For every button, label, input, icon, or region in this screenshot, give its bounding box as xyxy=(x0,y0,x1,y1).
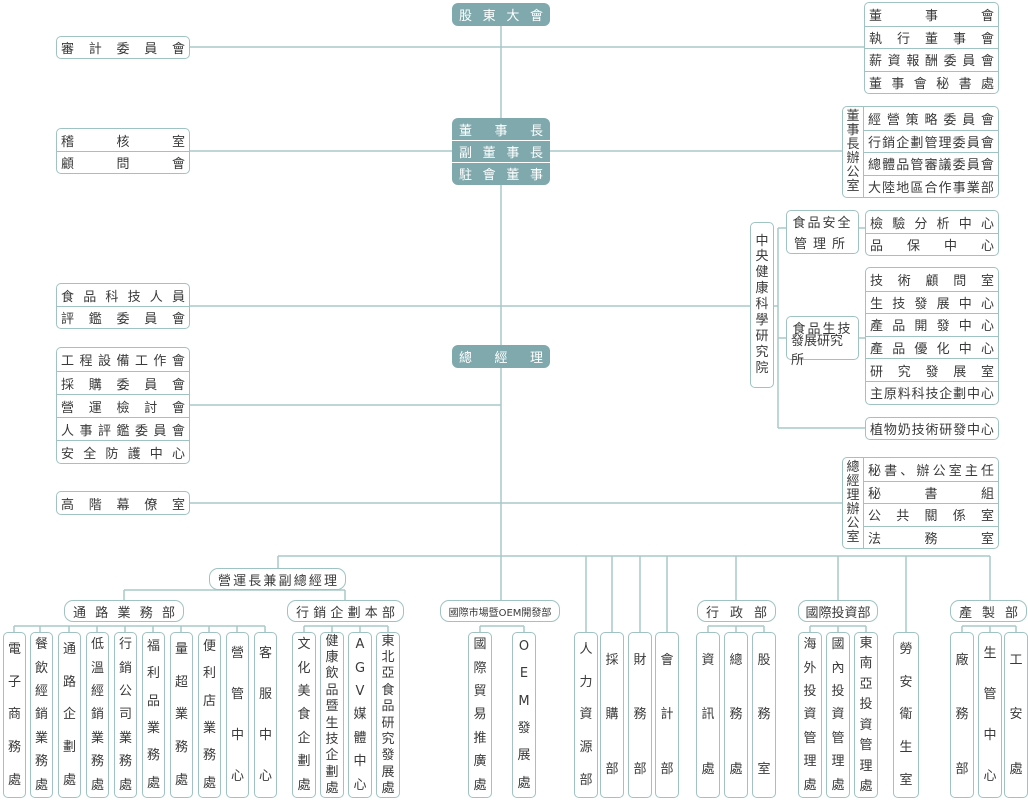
gm-committees-box: 工程設備工作會 採購委員會 營運檢討會 人事評鑑委員會 安全防護中心 xyxy=(56,347,190,464)
operations-review: 營運檢討會 xyxy=(57,394,189,417)
channel-unit-5: 行銷公司業務處 xyxy=(114,632,137,798)
food-dev-box: 食品生技 發展研究所 xyxy=(786,316,859,368)
production-unit-1: 廠務部 xyxy=(950,632,974,798)
plant-milk-center: 植物奶技術研發中心 xyxy=(870,423,994,438)
chairman-box: 董事長 副董事長 駐會董事 xyxy=(452,118,550,185)
food-safety-box: 食品安全 管理所 xyxy=(786,210,859,254)
vice-chairman: 副董事長 xyxy=(452,140,550,162)
food-dev-line2: 發展研究所 xyxy=(791,333,844,368)
raw-material-center: 主原料科技企劃中心 xyxy=(866,380,998,404)
safety-center: 安全防護中心 xyxy=(57,440,189,463)
invest-unit-1: 海外投資管理處 xyxy=(798,632,822,798)
admin-unit-1: 資訊處 xyxy=(696,632,720,798)
labor-safety-office: 勞安衛生室 xyxy=(893,632,919,798)
procurement-committee: 採購委員會 xyxy=(57,371,189,394)
channel-unit-7: 量超業務處 xyxy=(170,632,193,798)
compensation-committee: 薪資報酬委員會 xyxy=(865,48,998,71)
channel-unit-4: 低溫經銷業務處 xyxy=(86,632,109,798)
invest-dept-header: 國際投資部 xyxy=(798,600,878,622)
senior-staff-office: 高階幕僚室 xyxy=(61,497,185,513)
standalone-dept-4: 會計部 xyxy=(655,632,679,798)
channel-unit-6: 福利品業務處 xyxy=(142,632,165,798)
channel-unit-9: 營管中心 xyxy=(226,632,249,798)
rd-office: 研究發展室 xyxy=(866,358,998,381)
chair-office-label: 董事長辦公室 xyxy=(843,107,864,197)
general-manager-box: 總經理 xyxy=(452,345,550,368)
food-safety-line1: 食品安全 xyxy=(792,216,853,231)
food-safety-units-box: 檢驗分析中心 品保中心 xyxy=(865,210,999,256)
public-relations: 公共關係室 xyxy=(864,503,998,526)
general-manager: 總經理 xyxy=(459,351,543,366)
secretary-group: 秘書組 xyxy=(864,480,998,504)
hr-evaluation-committee: 人事評鑑委員會 xyxy=(57,417,189,440)
resident-director: 駐會董事 xyxy=(452,162,550,184)
standalone-dept-1: 人力資源部 xyxy=(574,632,598,798)
channel-unit-2: 餐飲經銷業務處 xyxy=(30,632,53,798)
channel-unit-3: 通路企劃處 xyxy=(58,632,81,798)
marketing-mgmt-committee: 行銷企劃管理委員會 xyxy=(864,129,998,153)
invest-unit-3: 東南亞投資管理處 xyxy=(854,632,878,798)
board-of-directors: 董事會 xyxy=(869,8,994,24)
marketing-unit-2: 健康飲品暨生技企劃處 xyxy=(320,632,344,798)
product-dev-center: 產品開發中心 xyxy=(866,313,998,336)
channel-unit-8: 便利店業務處 xyxy=(198,632,221,798)
qa-center: 品保中心 xyxy=(866,233,998,255)
biotech-dev-center: 生技發展中心 xyxy=(866,290,998,314)
tech-advisory-office: 技術顧問室 xyxy=(870,273,994,289)
marketing-unit-1: 文化美食企劃處 xyxy=(292,632,316,798)
executive-board: 執行董事會 xyxy=(865,25,998,49)
quality-review-committee: 總體品管審議委員會 xyxy=(864,152,998,175)
audit-committee: 審計委員會 xyxy=(61,42,185,57)
institute-label: 中央健康科學研究院 xyxy=(750,222,774,388)
standalone-dept-3: 財務部 xyxy=(628,632,652,798)
evaluation-committee: 評鑑委員會 xyxy=(57,306,189,328)
engineering-committee: 工程設備工作會 xyxy=(61,354,185,369)
admin-unit-2: 總務處 xyxy=(724,632,748,798)
channel-unit-10: 客服中心 xyxy=(254,632,277,798)
strategy-committee: 經營策略委員會 xyxy=(868,112,994,128)
chair-office-box: 董事長辦公室 經營策略委員會 行銷企劃管理委員會 總體品管審議委員會 大陸地區合… xyxy=(842,106,999,198)
product-optim-center: 產品優化中心 xyxy=(866,335,998,359)
audit-committee-box: 審計委員會 xyxy=(56,36,190,59)
shareholders-meeting: 股東大會 xyxy=(459,9,543,24)
standalone-dept-2: 採購部 xyxy=(600,632,624,798)
production-unit-3: 工安處 xyxy=(1004,632,1028,798)
coo-box: 營運長兼副總經理 xyxy=(209,568,346,590)
invest-unit-2: 國內投資管理處 xyxy=(826,632,850,798)
audit-office: 稽核室 xyxy=(61,134,185,150)
channel-dept-header: 通路業務部 xyxy=(64,600,184,622)
institute-label-text: 中央健康科學研究院 xyxy=(755,233,769,376)
production-unit-2: 生管中心 xyxy=(978,632,1002,798)
plant-milk-box: 植物奶技術研發中心 xyxy=(865,417,999,440)
channel-unit-1: 電子商務處 xyxy=(3,632,26,798)
production-dept-header: 產製部 xyxy=(950,600,1027,622)
food-panel-box: 食品科技人員 評鑑委員會 xyxy=(56,283,190,329)
marketing-unit-4: 東北亞食品研究發展處 xyxy=(376,632,400,798)
legal-office: 法務室 xyxy=(864,525,998,549)
food-tech-personnel: 食品科技人員 xyxy=(61,289,185,305)
gm-office-box: 總經理辦公室 秘書、辦公室主任 秘書組 公共關係室 法務室 xyxy=(842,457,999,549)
shareholders-meeting-box: 股東大會 xyxy=(452,3,550,26)
board-box: 董事會 執行董事會 薪資報酬委員會 董事會秘書處 xyxy=(864,2,999,94)
admin-unit-3: 股務室 xyxy=(752,632,776,798)
chairman-side-box: 稽核室 顧問會 xyxy=(56,128,190,174)
advisory-council: 顧問會 xyxy=(57,151,189,173)
gm-office-label: 總經理辦公室 xyxy=(843,458,864,548)
oem-dept-header: 國際市場暨OEM開發部 xyxy=(440,600,560,622)
food-safety-line2: 管理所 xyxy=(793,237,851,252)
admin-dept-header: 行政部 xyxy=(697,600,776,622)
mainland-cooperation-dept: 大陸地區合作事業部 xyxy=(864,174,998,198)
board-secretariat: 董事會秘書處 xyxy=(865,70,998,94)
food-dev-line1: 食品生技 xyxy=(792,322,853,337)
oem-unit-1: 國際貿易推廣處 xyxy=(468,632,492,798)
inspection-center: 檢驗分析中心 xyxy=(870,216,994,232)
food-dev-units-box: 技術顧問室 生技發展中心 產品開發中心 產品優化中心 研究發展室 主原料科技企劃… xyxy=(865,267,999,405)
secretary-chief: 秘書、辦公室主任 xyxy=(868,463,994,479)
marketing-hq-header: 行銷企劃本部 xyxy=(287,600,404,622)
chairman: 董事長 xyxy=(459,123,543,139)
gm-staff-box: 高階幕僚室 xyxy=(56,491,190,515)
